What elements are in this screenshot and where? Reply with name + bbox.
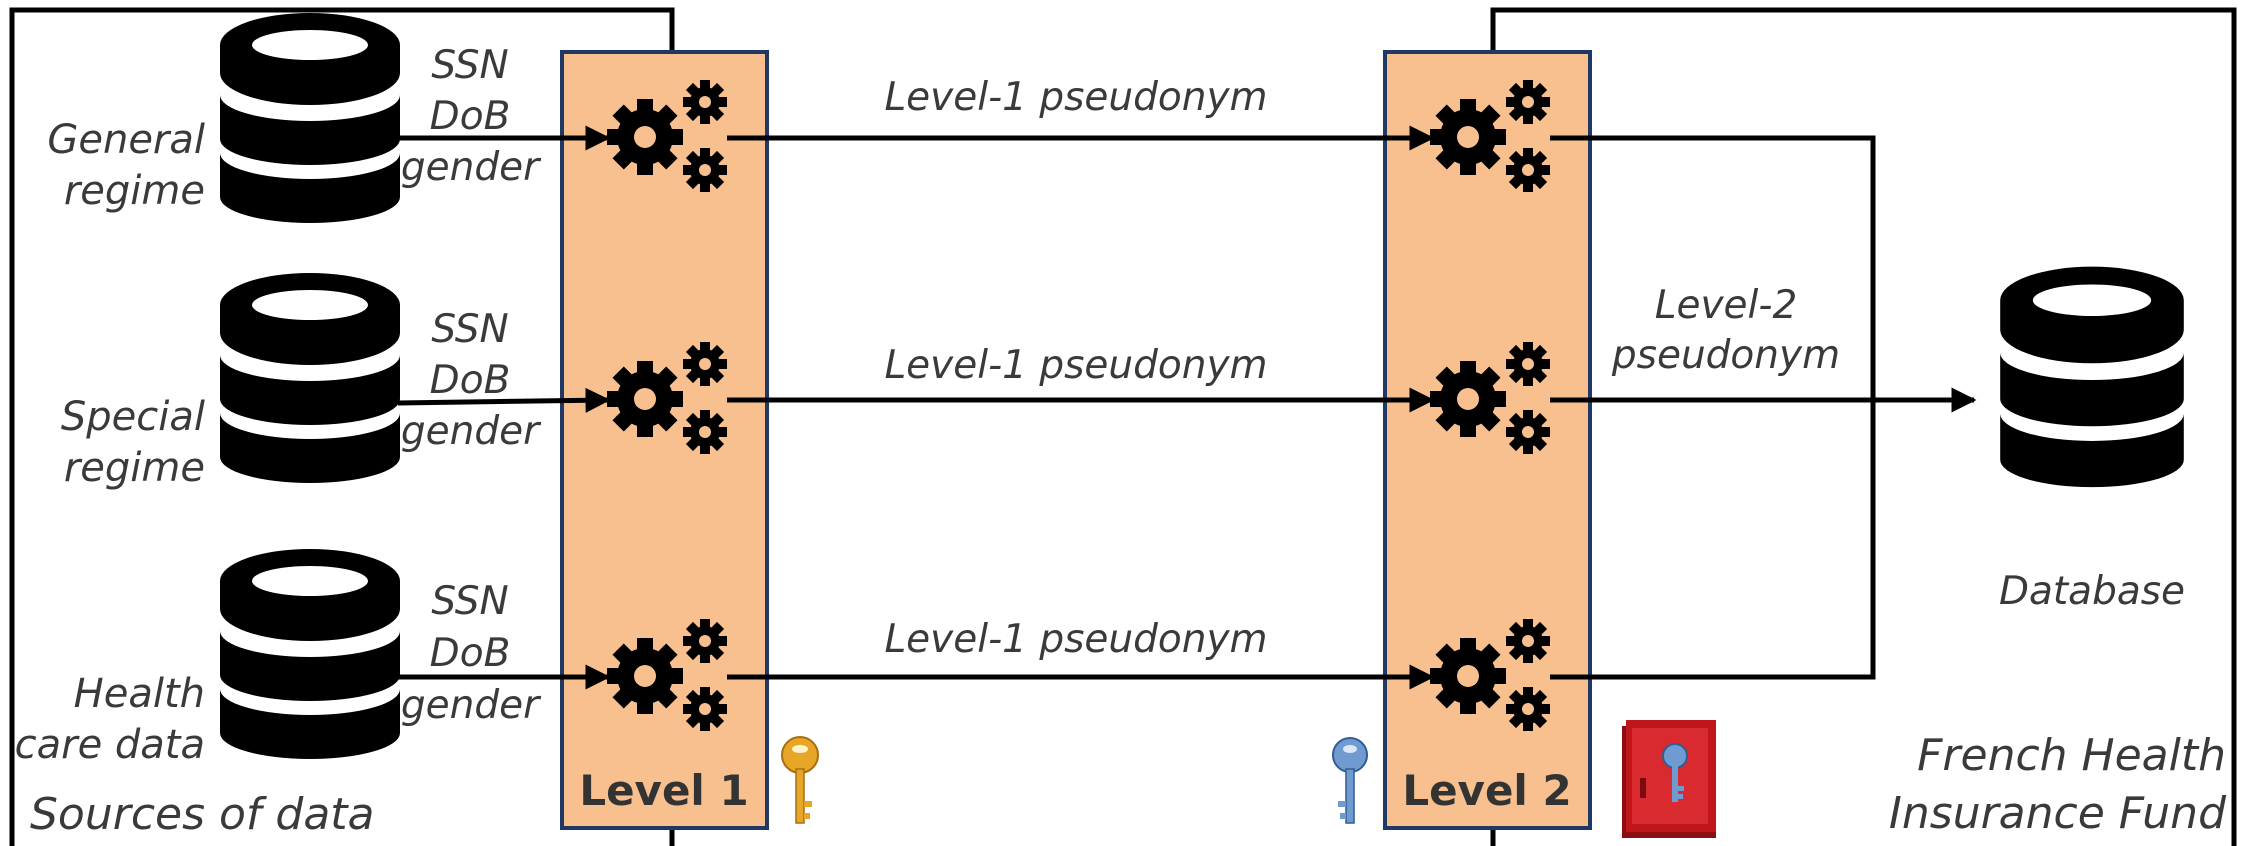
special-regime-database-icon [220, 273, 400, 483]
gold-key-icon [781, 736, 819, 824]
sources-region-border [9, 7, 675, 846]
row3-field-dob: DoB [430, 631, 511, 676]
sources-of-data-title: Sources of data [30, 789, 375, 840]
destination-database-icon [2000, 266, 2184, 488]
red-safe-icon [1622, 720, 1716, 838]
level2-pseudonym-line1: Level-2 [1655, 283, 1798, 328]
pseudonym-label-row3: Level-1 pseudonym [884, 617, 1267, 662]
source-health-line1: Health [74, 671, 205, 717]
level1-label: Level 1 [579, 766, 748, 815]
pseudonym-label-row1: Level-1 pseudonym [884, 75, 1267, 120]
database-label: Database [1999, 569, 2185, 614]
row1-field-ssn: SSN [431, 43, 508, 88]
row2-field-dob: DoB [430, 358, 511, 403]
fund-title-line1: French Health [1917, 730, 2226, 781]
general-regime-database-icon [220, 13, 400, 223]
arrow-source2-to-level1 [397, 387, 611, 413]
health-care-database-icon [220, 549, 400, 759]
row1-field-gender: gender [401, 145, 542, 190]
row2-field-gender: gender [401, 409, 542, 454]
source-general-line2: regime [64, 168, 205, 214]
fund-region-border [1490, 7, 2237, 846]
fund-title-line2: Insurance Fund [1889, 788, 2227, 839]
blue-key-icon [1332, 737, 1368, 824]
level2-box [1383, 50, 1592, 830]
source-health-line2: care data [15, 722, 205, 768]
row3-field-gender: gender [401, 683, 542, 728]
row3-field-ssn: SSN [431, 579, 508, 624]
row2-field-ssn: SSN [431, 307, 508, 352]
pseudonym-label-row2: Level-1 pseudonym [884, 343, 1267, 388]
level1-box [560, 50, 769, 830]
source-special-line1: Special [61, 394, 205, 440]
level2-merge-connector [1550, 135, 1876, 680]
source-special-line2: regime [64, 445, 205, 491]
level2-label: Level 2 [1402, 766, 1571, 815]
level2-pseudonym-line2: pseudonym [1611, 333, 1840, 378]
source-general-line1: General [47, 117, 205, 163]
row1-field-dob: DoB [430, 94, 511, 139]
